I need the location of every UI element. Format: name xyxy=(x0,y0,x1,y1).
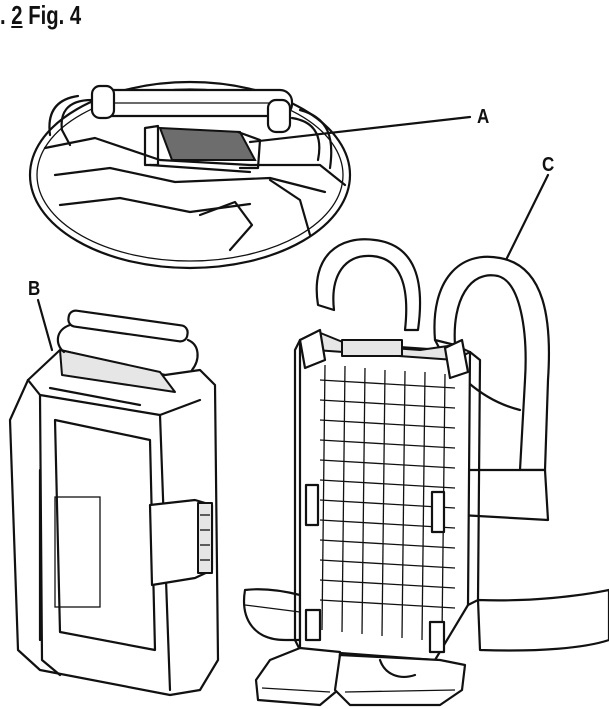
detail-handle-left-cap xyxy=(90,84,116,120)
plate-right-hook xyxy=(443,338,470,380)
leader-line-a xyxy=(248,115,472,144)
detail-magnifier xyxy=(28,80,472,270)
battery-handle-bar xyxy=(67,309,189,343)
detail-handle-right-cap xyxy=(266,98,292,134)
detail-handle-left-arm-2 xyxy=(48,94,80,137)
plate-left-side xyxy=(293,338,302,652)
plate-right-side xyxy=(466,350,482,607)
figure-caption: . 2 Fig. 4 xyxy=(0,0,81,31)
belt-right-strap xyxy=(476,588,609,652)
belt-left-strap xyxy=(242,588,302,642)
plate-lower-left-clip xyxy=(304,608,322,642)
plate-right-clip xyxy=(430,490,446,534)
plate-left-clip xyxy=(304,483,320,527)
harness-belt xyxy=(242,588,609,652)
foot-left xyxy=(254,646,342,707)
detail-battery-side xyxy=(268,178,312,237)
detail-latch-right-clip xyxy=(236,130,262,170)
plate-left-hook xyxy=(298,328,327,370)
detail-battery-top-edge xyxy=(43,136,347,187)
battery-label-window xyxy=(54,496,101,608)
detail-battery-mid-edge xyxy=(53,166,327,194)
plate-top-latch xyxy=(341,339,403,357)
battery-handle-left-arm xyxy=(56,323,72,354)
detail-handle-right-arm xyxy=(290,116,321,162)
harness-plate xyxy=(293,328,482,662)
caption-prefix: . xyxy=(0,0,12,30)
detail-handle-right-arm-2 xyxy=(298,108,333,170)
strap-left-loop xyxy=(315,238,422,332)
battery-top-front-edge xyxy=(26,378,202,417)
callout-label-a: A xyxy=(477,106,490,128)
plate-lower-right-clip xyxy=(428,620,446,654)
foot-notch xyxy=(378,658,417,678)
battery-side-badge xyxy=(197,502,213,574)
detail-battery-corner xyxy=(198,200,254,252)
battery-front-ridge xyxy=(48,386,142,407)
detail-latch-plate xyxy=(158,126,257,161)
callout-label-b: B xyxy=(28,278,41,300)
caption-text: Fig. 4 xyxy=(22,0,82,30)
battery-handle-right-arm xyxy=(186,338,199,372)
foot-right xyxy=(333,653,467,707)
battery-top-cap xyxy=(59,349,176,393)
plate-feet xyxy=(254,646,467,707)
caption-number: 2 xyxy=(11,0,23,30)
foot-right-edge xyxy=(344,689,456,693)
foot-left-edge xyxy=(261,687,331,693)
belt-left-strap-edge xyxy=(244,604,301,613)
detail-handle-left-arm xyxy=(60,98,94,147)
battery-front-panel xyxy=(53,418,157,652)
battery-pack xyxy=(8,298,220,697)
leader-line-b xyxy=(36,298,54,352)
leader-line-c xyxy=(503,173,550,264)
detail-latch-base xyxy=(148,163,252,174)
callout-label-c: C xyxy=(542,154,555,176)
